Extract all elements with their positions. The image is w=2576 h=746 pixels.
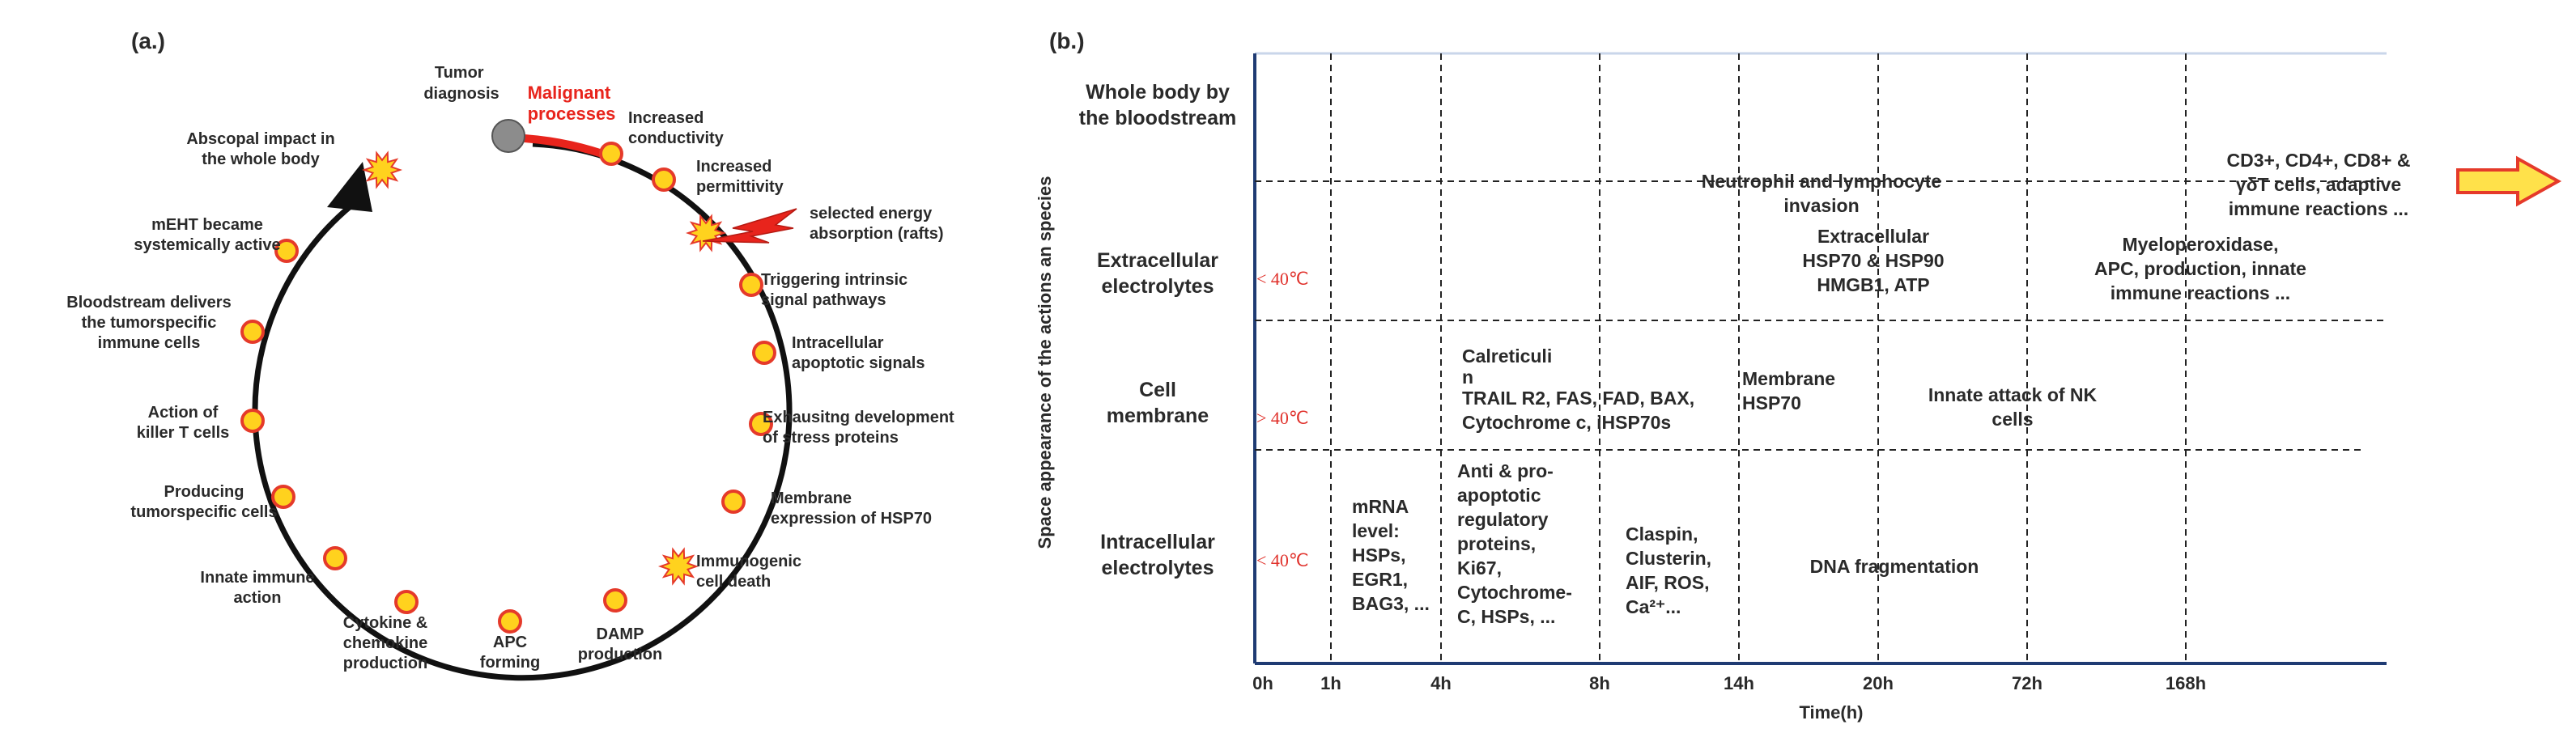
cycle-node <box>274 239 299 263</box>
tumor-diagnosis-label: Tumor diagnosis <box>423 64 499 103</box>
cycle-node <box>603 588 627 612</box>
panel-a-label: (a.) <box>131 28 165 53</box>
x-tick-label: 20h <box>1863 673 1894 693</box>
cycle-node <box>323 546 347 570</box>
cycle-node <box>599 142 623 166</box>
x-tick-label: 0h <box>1252 673 1273 693</box>
x-tick-label: 14h <box>1724 673 1754 693</box>
cell-text-dna: DNA fragmentation <box>1810 556 1979 577</box>
x-tick-label: 4h <box>1430 673 1452 693</box>
y-axis-title: Space appearance of the actions an speci… <box>1035 176 1055 549</box>
cycle-node <box>498 609 522 634</box>
temperature-labels: < 40℃ > 40℃ < 40℃ <box>1256 269 1309 570</box>
tumor-ball <box>491 119 525 153</box>
temperature-label: < 40℃ <box>1256 269 1309 289</box>
panel-b-label: (b.) <box>1049 28 1085 53</box>
burst-icon <box>361 150 403 189</box>
cycle-nodes <box>240 142 776 634</box>
cycle-node <box>394 590 419 614</box>
cell-text-claspin: Claspin,Clusterin,AIF, ROS,Ca²⁺... <box>1626 523 1711 617</box>
cycle-node <box>752 341 776 365</box>
cycle-node <box>240 320 265 344</box>
timeline-arrow-icon <box>2456 155 2562 207</box>
cycle-node <box>240 409 265 433</box>
lightning-bolt-icon <box>702 208 797 244</box>
temperature-label: > 40℃ <box>1256 408 1309 428</box>
cycle-node <box>721 490 746 514</box>
cell-text-trail: TRAIL R2, FAS, FAD, BAX,Cytochrome c, iH… <box>1462 388 1694 433</box>
grid-lines <box>1255 53 2387 663</box>
malignant-processes-label: Malignant processes <box>528 83 616 124</box>
burst-icon <box>685 214 727 252</box>
x-tick-label: 168h <box>2166 673 2206 693</box>
cycle-node <box>739 273 763 297</box>
panel-a: (a.) Tumor diagnosis Malignant processes… <box>66 28 954 681</box>
temperature-label: < 40℃ <box>1256 550 1309 570</box>
cycle-node <box>749 412 773 436</box>
burst-icon <box>657 547 699 586</box>
x-axis-title: Time(h) <box>1799 702 1863 723</box>
x-tick-label: 8h <box>1589 673 1610 693</box>
cycle-node <box>652 167 676 192</box>
x-tick-labels: 0h 1h 4h 8h 14h 20h 72h 168h <box>1252 673 2206 693</box>
cycle-node <box>271 485 295 509</box>
x-tick-label: 1h <box>1320 673 1341 693</box>
cycle-arrowhead <box>327 162 372 212</box>
panel-b: (b.) Space appearance of the actions an … <box>1035 28 2562 723</box>
x-tick-label: 72h <box>2012 673 2043 693</box>
